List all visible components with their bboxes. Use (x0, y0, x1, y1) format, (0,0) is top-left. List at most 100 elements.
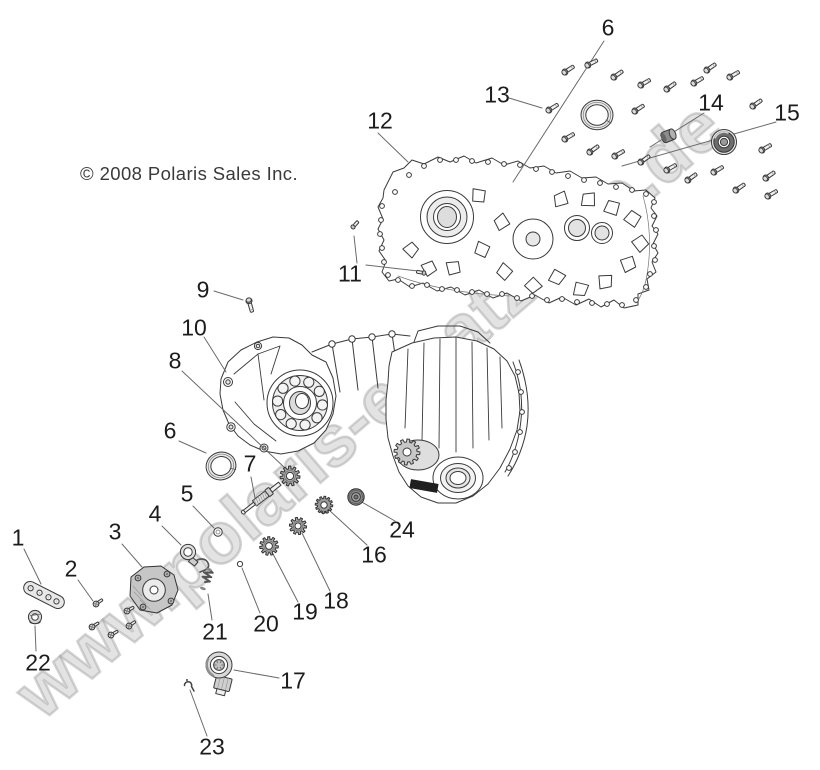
part-19-gear (259, 536, 279, 556)
bolt-icon (684, 172, 698, 184)
part-24-nut (347, 488, 365, 506)
stud-bolt-icon (350, 220, 360, 230)
gasket-edge (504, 359, 529, 477)
bolt-icon (726, 70, 741, 81)
wing-webbing (233, 345, 281, 442)
callout-16: 16 (361, 541, 387, 568)
bolt-icon (637, 78, 652, 89)
leader-line (241, 567, 261, 614)
leader-line (203, 336, 227, 373)
leader-line (377, 132, 409, 163)
callout-20: 20 (253, 610, 279, 637)
bolt-icon (703, 62, 717, 74)
part-15-bearing (711, 129, 737, 155)
part-20-pin (236, 560, 244, 568)
bolt-icon (749, 98, 763, 110)
callout-1: 1 (11, 524, 25, 551)
callout-12: 12 (367, 107, 393, 134)
leader-line (649, 112, 705, 148)
label-band (409, 479, 439, 493)
cover-main-bore (420, 190, 474, 244)
callout-23: 23 (199, 733, 225, 760)
cover-small-bores (564, 215, 613, 244)
callout-7: 7 (243, 450, 257, 477)
part-14-plug (660, 128, 677, 144)
bolt-icon (690, 76, 705, 87)
callout-13: 13 (484, 81, 510, 108)
callout-11: 11 (338, 260, 362, 287)
callout-10: 10 (181, 314, 207, 341)
leader-line (250, 476, 256, 499)
leader-line (181, 370, 286, 469)
bolt-icon (663, 81, 677, 93)
leader-line (508, 97, 543, 109)
body-top-struts (311, 333, 411, 393)
screw-icon (123, 605, 135, 615)
bearing-boss (266, 369, 334, 437)
copyright-text: © 2008 Polaris Sales Inc. (80, 163, 298, 184)
bolt-icon (561, 64, 575, 76)
sensor-connector (213, 674, 233, 697)
leader-line (328, 509, 368, 546)
part-23-clip (183, 679, 195, 692)
leader-line (77, 579, 94, 602)
leader-line (233, 669, 280, 679)
bolt-icon (663, 163, 678, 174)
bolt-icon (561, 132, 576, 143)
bolt-icon (586, 144, 600, 156)
part-21-spring (200, 567, 214, 591)
callout-15: 15 (774, 99, 800, 126)
leader-line (178, 440, 207, 454)
leader-line (213, 290, 244, 301)
cover-spoked-hub (512, 218, 554, 260)
leader-line (207, 593, 213, 621)
part-6-seal-top (580, 99, 614, 131)
leader-line (192, 505, 215, 529)
bolt-icon (764, 189, 779, 200)
leader-line (23, 548, 42, 585)
bolt-icon (758, 143, 773, 154)
bolt-icon (762, 170, 776, 182)
callout-18: 18 (323, 587, 349, 614)
callout-14: 14 (698, 89, 724, 116)
callout-3: 3 (108, 518, 122, 545)
callout-19: 19 (292, 598, 318, 625)
callout-22: 22 (25, 649, 51, 676)
leader-line (271, 551, 299, 603)
part-5-washer (213, 527, 223, 537)
bolt-icon (545, 102, 559, 114)
bolt-icon (631, 103, 645, 115)
body-ribs (404, 337, 503, 453)
leader-line (161, 525, 182, 546)
part-3-cover-plate (129, 565, 179, 614)
part-7-shaft (241, 481, 282, 515)
bolt-icon (637, 154, 651, 166)
leader-line (301, 532, 331, 592)
screw-icon (92, 598, 104, 608)
bolt-icon (710, 165, 725, 176)
callout-8: 8 (168, 347, 182, 374)
part-12-gearcase-cover (377, 155, 659, 309)
callout-21: 21 (202, 618, 228, 645)
callout-24: 24 (389, 516, 415, 543)
part-10-gearcase-body (219, 325, 529, 504)
callout-9: 9 (196, 276, 210, 303)
bolt-icon (610, 69, 624, 81)
part-18-gear (288, 516, 308, 536)
callout-2: 2 (64, 555, 78, 582)
callout-17: 17 (280, 667, 306, 694)
output-tube (432, 456, 484, 500)
part-1-link-plate (23, 580, 65, 610)
small-parts (23, 99, 737, 697)
part-8-gear (279, 465, 301, 487)
callout-6-upper: 6 (601, 14, 615, 41)
gasket-holes (506, 369, 525, 471)
stud-bolt-icon (416, 269, 427, 276)
callout-5: 5 (180, 480, 194, 507)
internal-gear-glimpse (393, 438, 421, 466)
body-top-collar (413, 325, 491, 344)
leader-line (365, 264, 419, 272)
fasteners (88, 58, 779, 639)
